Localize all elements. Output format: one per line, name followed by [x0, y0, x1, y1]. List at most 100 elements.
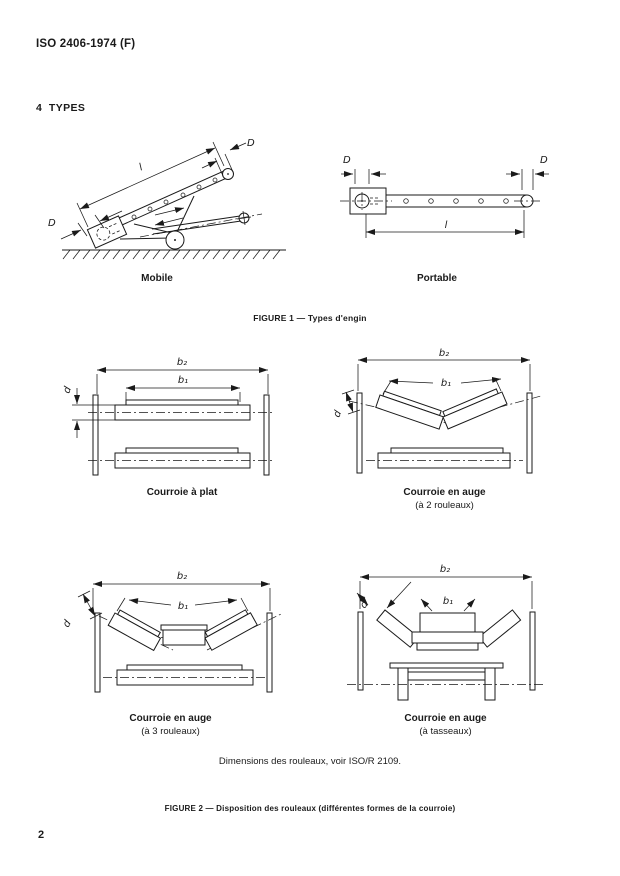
belt-direction-arrow	[154, 207, 185, 216]
dimension-d: d	[332, 389, 361, 420]
dim-label-d: d	[358, 598, 371, 611]
mobile-conveyor-drawing: l D D	[48, 138, 286, 260]
roller	[411, 631, 484, 644]
trough2-sublabel: (à 2 rouleaux)	[415, 500, 474, 511]
cleats-label: Courroie en auge	[404, 713, 487, 724]
dim-label-b1: b₁	[178, 375, 188, 386]
figure1-caption: FIGURE 1 — Types d'engin	[253, 313, 367, 323]
dimension-D-head: D	[201, 138, 255, 177]
dim-label-l: l	[445, 220, 448, 231]
trough3-label: Courroie en auge	[129, 713, 212, 724]
frame-post-right	[529, 611, 536, 691]
dim-label-b2: b₂	[177, 571, 187, 582]
roller	[107, 612, 162, 652]
mobile-label: Mobile	[141, 273, 173, 284]
dim-label-D: D	[343, 155, 351, 166]
dim-label-b1: b₁	[178, 601, 188, 612]
dim-label-b2: b₂	[439, 348, 449, 359]
dim-label-b2: b₂	[177, 357, 187, 368]
roller	[375, 394, 444, 430]
belt	[125, 399, 239, 406]
frame-post-left	[94, 612, 101, 693]
trough-2-rollers-diagram: b₂ b₁ d	[332, 348, 542, 474]
left-roller	[375, 390, 444, 430]
roller	[162, 629, 206, 646]
figure2-caption: FIGURE 2 — Disposition des rouleaux (dif…	[164, 804, 456, 813]
center-roller	[160, 624, 208, 646]
dimension-d: d	[61, 590, 103, 630]
dim-label-D: D	[540, 155, 548, 166]
dimension-b2: b₂	[96, 357, 269, 394]
belt-direction-arrow	[154, 217, 184, 226]
frame-post-left	[92, 394, 99, 476]
page-number: 2	[38, 829, 45, 841]
frame-post-left	[357, 611, 364, 691]
dim-label-b2: b₂	[440, 564, 450, 575]
idler-rollers	[403, 198, 509, 204]
dimension-D-tail: D	[48, 210, 123, 240]
return-roller	[88, 447, 273, 469]
belt	[126, 664, 243, 671]
dimension-l: l	[365, 210, 525, 238]
cleats-sublabel: (à tasseaux)	[419, 726, 472, 737]
right-leg	[484, 667, 496, 701]
trough-3-rollers-diagram: b₂ b₁ d	[61, 571, 282, 693]
ground-hatch	[62, 249, 281, 260]
dim-label-b1: b₁	[441, 378, 451, 389]
ground	[62, 249, 286, 260]
dimension-D-right: D	[506, 155, 549, 190]
left-roller	[107, 609, 162, 652]
flat-belt-label: Courroie à plat	[146, 487, 218, 498]
right-roller	[204, 609, 258, 651]
dimension-d: d	[61, 385, 115, 438]
left-leg	[397, 667, 409, 701]
dim-label-l: l	[137, 162, 144, 173]
belt	[125, 447, 239, 454]
dimension-D-left: D	[341, 155, 386, 184]
dimension-b1: b₁	[420, 596, 476, 612]
dim-label-d: d	[61, 618, 74, 630]
page-header: ISO 2406-1974 (F)	[36, 38, 136, 50]
dim-label-D: D	[247, 138, 255, 149]
belt	[390, 447, 504, 454]
beam	[340, 187, 542, 215]
dimension-b1: b₁	[116, 597, 249, 612]
dim-label-d: d	[332, 409, 345, 420]
dimension-b2: b₂	[357, 348, 531, 391]
rollers-note: Dimensions des rouleaux, voir ISO/R 2109…	[218, 756, 402, 767]
dim-label-b1: b₁	[443, 596, 453, 607]
frame-post-right	[266, 612, 273, 693]
top-bar	[389, 662, 504, 669]
cleated-belt	[419, 612, 476, 633]
frame-post-left	[356, 392, 363, 474]
dimension-b1: b₁	[125, 375, 241, 402]
portable-label: Portable	[416, 273, 457, 284]
right-roller	[442, 388, 508, 430]
trough3-sublabel: (à 3 rouleaux)	[141, 726, 200, 737]
roller	[442, 391, 508, 430]
center-belt-stack	[411, 612, 484, 651]
frame-post-right	[263, 394, 270, 476]
roller	[204, 612, 258, 651]
flat-belt-diagram: b₂ b₁ d	[61, 357, 273, 476]
trough2-label: Courroie en auge	[403, 487, 486, 498]
belt	[160, 624, 208, 631]
lower-strip	[416, 642, 479, 651]
tail-drum	[86, 215, 128, 249]
section-title: 4 TYPES	[36, 102, 86, 114]
top-roller	[88, 399, 273, 421]
dim-label-D: D	[48, 218, 56, 229]
dim-label-d: d	[61, 385, 74, 395]
frame-post-right	[526, 392, 533, 474]
cleated-belt-diagram: b₂ b₁ d	[347, 564, 545, 701]
support-frame	[119, 195, 263, 250]
dimension-d: d	[356, 581, 412, 611]
return-table	[347, 662, 545, 701]
return-roller	[366, 447, 523, 469]
dimension-l: l	[76, 141, 225, 228]
dimension-b1: b₁	[382, 376, 502, 395]
portable-conveyor-drawing: D D l	[340, 155, 549, 238]
return-roller	[103, 664, 267, 686]
right-side-roller	[478, 609, 522, 648]
